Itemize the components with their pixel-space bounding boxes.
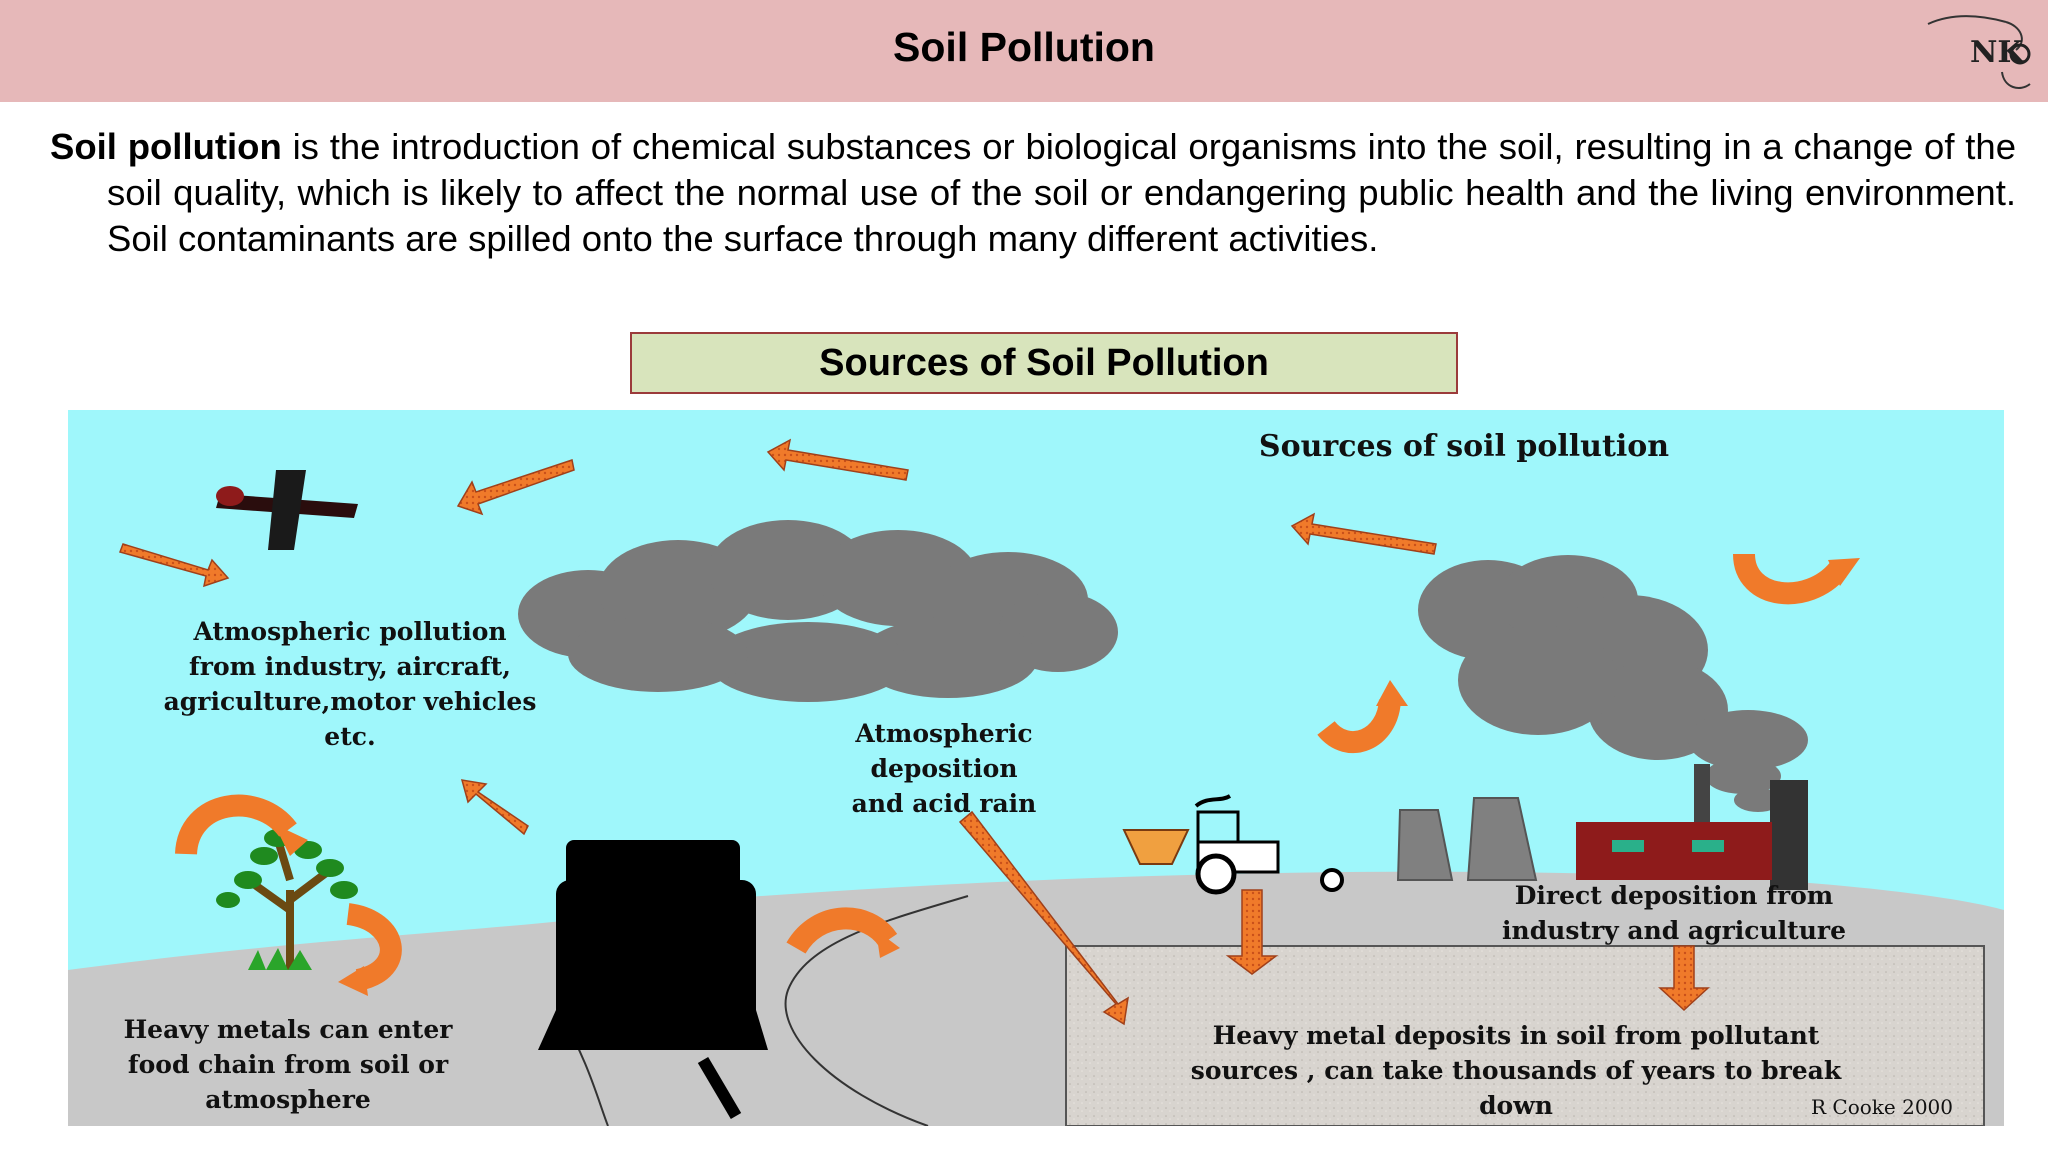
nko-logo-icon: NK bbox=[1927, 15, 2031, 89]
page-title: Soil Pollution bbox=[893, 24, 1155, 70]
label-line: atmosphere bbox=[205, 1085, 371, 1114]
label-line: agriculture,motor vehicles bbox=[164, 687, 537, 716]
intro-text: is the introduction of chemical substanc… bbox=[107, 126, 2017, 259]
pollution-cloud-left bbox=[518, 520, 1118, 702]
label-line: Heavy metals can enter bbox=[124, 1015, 454, 1044]
label-atmospheric-pollution: Atmospheric pollution from industry, air… bbox=[164, 617, 537, 751]
label-line: etc. bbox=[324, 722, 375, 751]
label-line: food chain from soil or bbox=[128, 1050, 449, 1079]
sources-heading-box: Sources of Soil Pollution bbox=[630, 332, 1458, 394]
factory-smoke-cloud bbox=[1418, 555, 1808, 812]
soil-pollution-diagram: Sources of soil pollution Atmospheric po… bbox=[68, 410, 2004, 1127]
road-marking bbox=[697, 1056, 742, 1120]
cooling-towers bbox=[1396, 797, 1538, 881]
label-line: down bbox=[1479, 1091, 1553, 1120]
cycle-arrows bbox=[175, 552, 1847, 991]
intro-term: Soil pollution bbox=[50, 126, 282, 167]
label-deposition: Atmospheric deposition and acid rain bbox=[852, 719, 1037, 818]
figure-title: Sources of soil pollution bbox=[1259, 429, 1669, 464]
credit-text: R Cooke 2000 bbox=[1811, 1095, 1953, 1119]
label-line: sources , can take thousands of years to… bbox=[1191, 1056, 1842, 1085]
tractor-icon bbox=[1122, 794, 1344, 895]
label-line: deposition bbox=[870, 754, 1017, 783]
pollution-arrows bbox=[119, 438, 1710, 1026]
label-line: from industry, aircraft, bbox=[189, 652, 511, 681]
road-curve bbox=[784, 895, 969, 1127]
airplane-icon bbox=[216, 470, 358, 550]
label-line: Direct deposition from bbox=[1515, 881, 1834, 910]
label-line: Atmospheric bbox=[854, 719, 1032, 748]
label-line: and acid rain bbox=[852, 789, 1037, 818]
intro-paragraph: Soil pollution is the introduction of ch… bbox=[50, 124, 2016, 262]
label-line: Heavy metal deposits in soil from pollut… bbox=[1213, 1021, 1820, 1050]
label-line: Atmospheric pollution bbox=[192, 617, 506, 646]
factory-icon bbox=[1576, 764, 1808, 890]
label-food-chain: Heavy metals can enter food chain from s… bbox=[124, 1015, 454, 1114]
label-heavy-metal: Heavy metal deposits in soil from pollut… bbox=[1191, 1021, 1842, 1120]
sources-heading: Sources of Soil Pollution bbox=[819, 342, 1269, 384]
svg-text:NK: NK bbox=[1970, 35, 2024, 70]
truck-icon bbox=[538, 840, 768, 1050]
label-direct-deposition: Direct deposition from industry and agri… bbox=[1502, 881, 1846, 945]
title-banner: Soil Pollution NK bbox=[0, 0, 2048, 102]
label-line: industry and agriculture bbox=[1502, 916, 1846, 945]
cycle-arrowheads bbox=[274, 558, 1860, 996]
